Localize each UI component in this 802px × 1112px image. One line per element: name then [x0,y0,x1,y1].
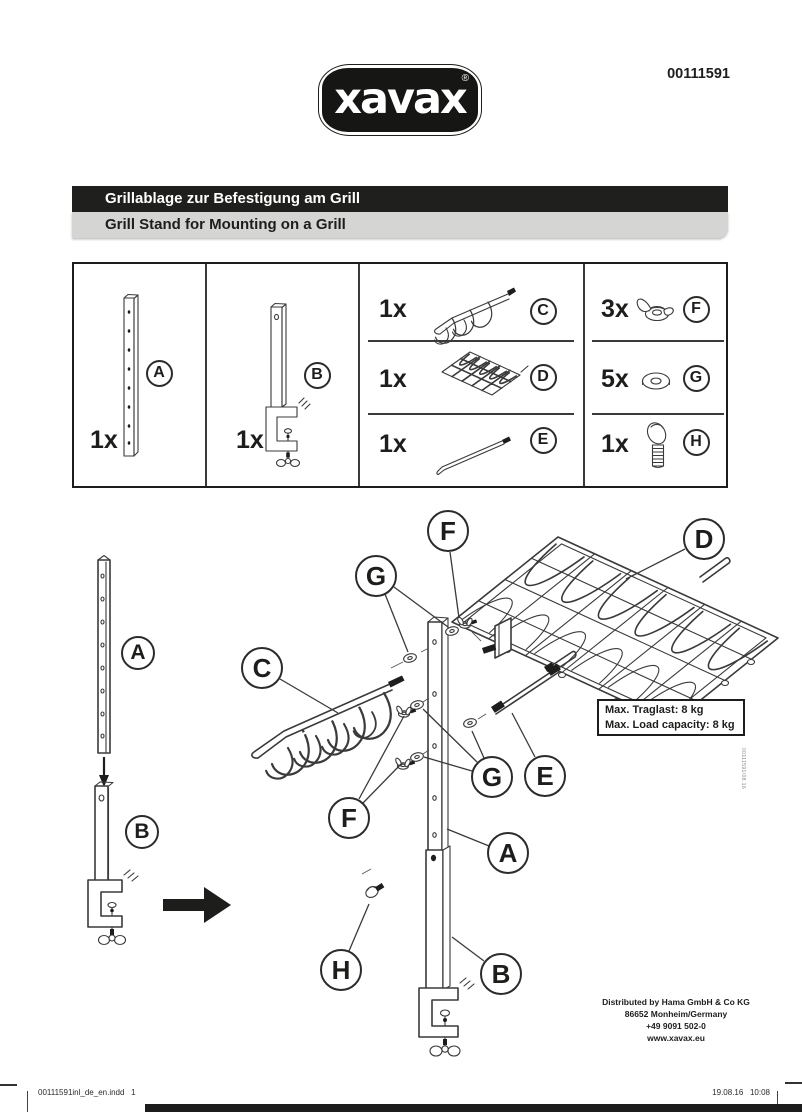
diagram-label-g-bottom: G [471,756,513,798]
diagram-thumb-screw [365,882,385,899]
part-label-d: D [529,363,557,391]
qty-part-h: 1x [601,430,629,458]
product-number: 00111591 [667,66,730,82]
diagram-label-a-mini: A [121,636,155,670]
row-divider [368,340,574,342]
max-load-box: Max. Traglast: 8 kg Max. Load capacity: … [597,699,745,736]
print-tick-left [27,1091,28,1112]
diagram-clamp-pole [87,781,139,946]
parts-list-box [72,262,728,488]
part-label-a: A [145,359,173,387]
diagram-label-g-top: G [355,555,397,597]
parts-icon-hook-rail [433,287,516,345]
diagram-label-b: B [480,953,522,995]
diagram-label-f-bottom: F [328,797,370,839]
diagram-label-a: A [487,832,529,874]
part-label-g: G [682,364,710,392]
max-load-en: Max. Load capacity: 8 kg [605,719,735,731]
footer-timestamp: 19.08.16 10:08 [712,1088,770,1097]
qty-part-d: 1x [379,365,407,393]
parts-icon-washer [641,372,671,390]
diagram-label-b-mini: B [125,815,159,849]
logo-wordmark: xavax [334,73,468,124]
column-divider [205,264,207,486]
diagram-basket [452,537,778,723]
part-label-c: C [529,297,557,325]
print-tick-right [777,1091,778,1112]
diagram-main-pole [418,616,475,1057]
part-label-f: F [682,295,710,323]
parts-icon-clamp-pole [265,302,311,468]
parts-icon-hex-key [436,436,511,475]
column-divider [583,264,585,486]
part-label-e: E [529,426,557,454]
diagram-step-arrow [163,887,231,923]
xavax-logo: xavax ® [318,64,482,136]
part-label-b: B [303,361,331,389]
qty-part-g: 5x [601,365,629,393]
page-bottom-bar [145,1104,802,1112]
column-divider [358,264,360,486]
max-load-de: Max. Traglast: 8 kg [605,704,704,716]
diagram-label-h: H [320,949,362,991]
distributor-line1: Distributed by Hama GmbH & Co KG [602,997,750,1007]
qty-part-c: 1x [379,295,407,323]
distributor-line2: 86652 Monheim/Germany [624,1009,728,1019]
qty-part-f: 3x [601,295,629,323]
diagram-down-arrow [99,757,109,787]
parts-icon-thumb-screw [646,422,667,469]
title-bar-english: Grill Stand for Mounting on a Grill [72,212,728,238]
diagram-leader-lines [279,548,686,962]
parts-icon-basket [442,352,528,395]
diagram-label-d: D [683,518,725,560]
distributor-line3: +49 9091 502-0 [646,1021,706,1031]
parts-icon-pole-a [123,293,139,457]
diagram-support-rod [491,663,561,715]
part-label-h: H [682,428,710,456]
diagram-label-c: C [241,647,283,689]
distributor-website: www.xavax.eu [647,1033,705,1043]
diagram-label-e: E [524,755,566,797]
row-divider [592,413,724,415]
distributor-block: Distributed by Hama GmbH & Co KG 86652 M… [546,996,802,1044]
row-divider [368,413,574,415]
diagram-pole-a [97,554,111,754]
print-code: 00111591/08.16 [740,748,746,790]
row-divider [592,340,724,342]
title-bar-german: Grillablage zur Befestigung am Grill [72,186,728,212]
diagram-label-f-top: F [427,510,469,552]
qty-part-b: 1x [236,426,264,454]
qty-part-a: 1x [90,426,118,454]
crop-mark-right [785,1082,802,1084]
qty-part-e: 1x [379,430,407,458]
registered-trademark-icon: ® [461,73,469,84]
parts-icon-wing-nut [636,298,674,322]
footer-document-name: 00111591inl_de_en.indd 1 [38,1088,136,1097]
diagram-hook-rail [251,675,405,780]
diagram-axis-dashes [361,631,487,875]
crop-mark-left [0,1084,17,1086]
